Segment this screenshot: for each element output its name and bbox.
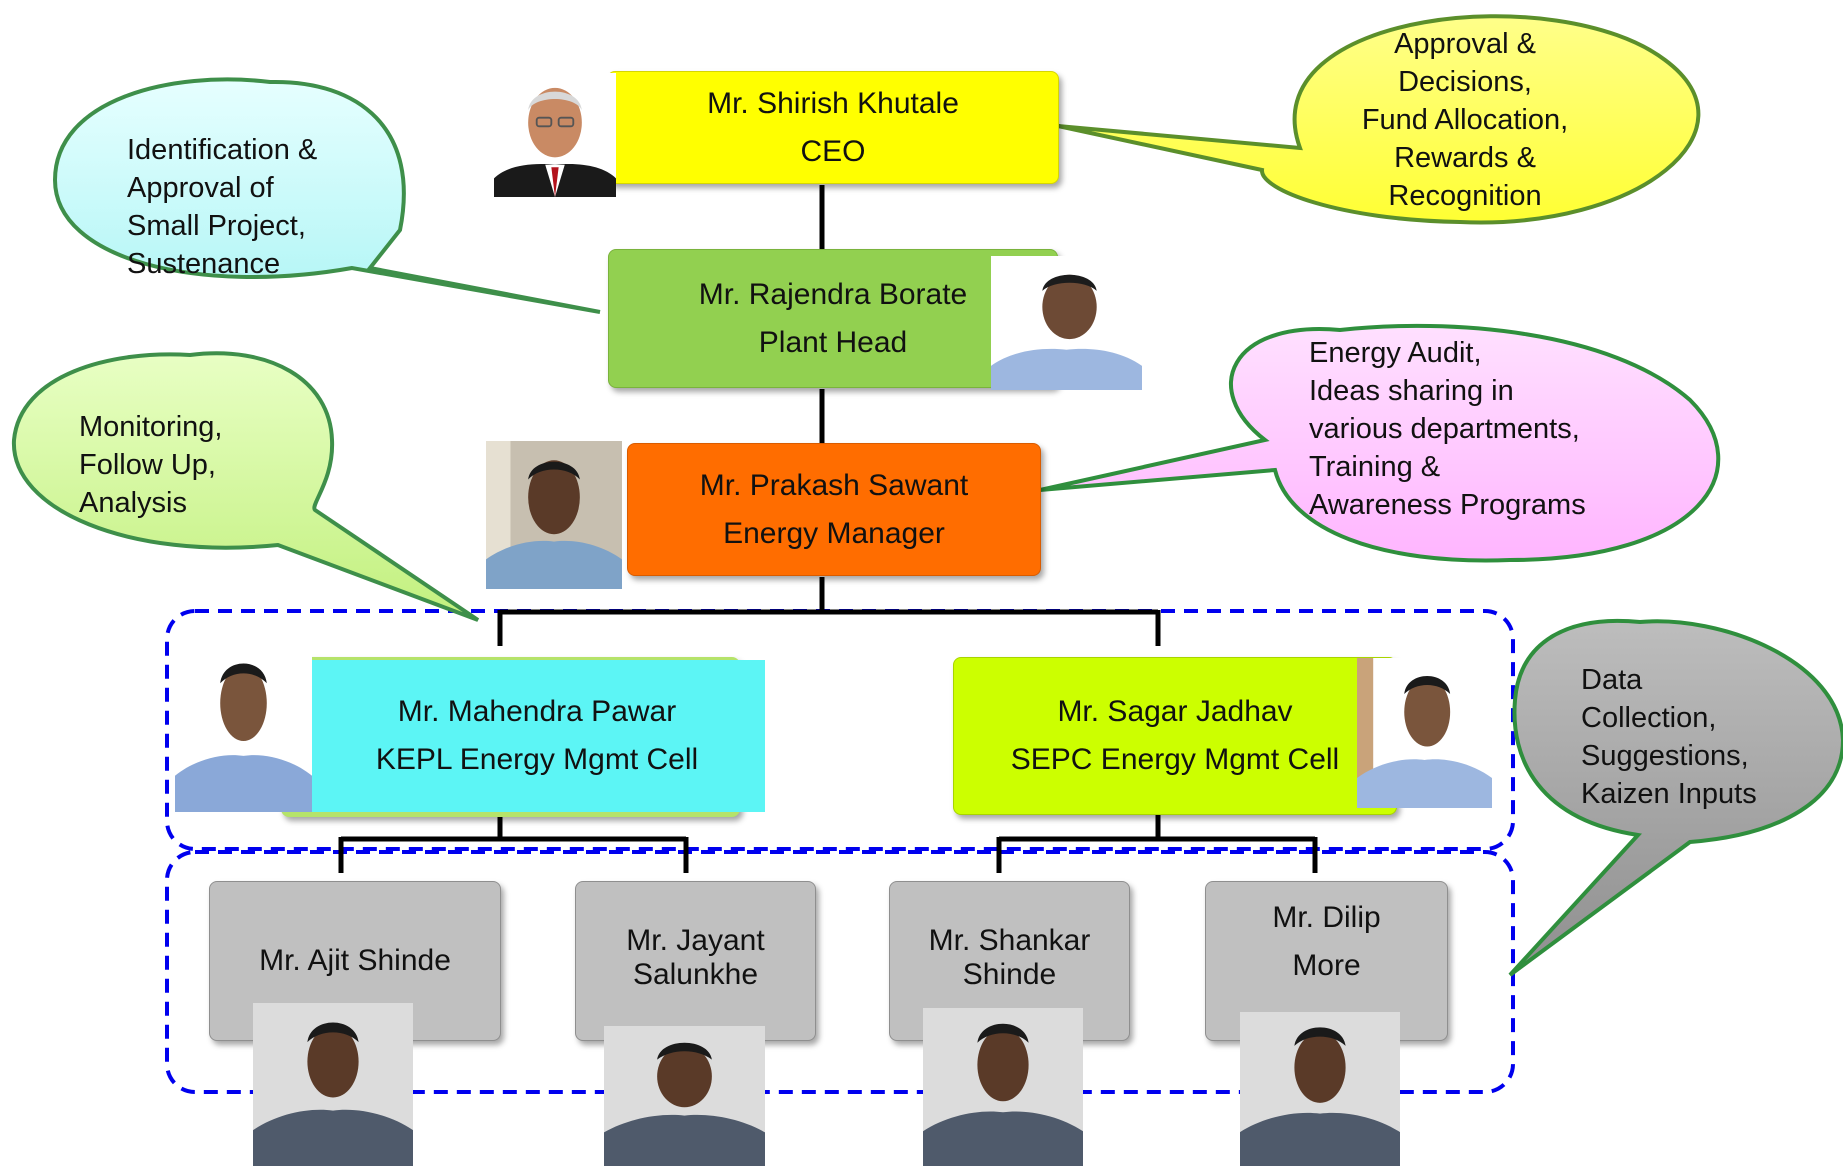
staff-photo-dilip [1240, 1012, 1400, 1166]
staff-name-line2: Shinde [962, 958, 1057, 991]
staff-callout-text: Data Collection, Suggestions, Kaizen Inp… [1581, 661, 1757, 813]
ceo-box: Mr. Shirish Khutale CEO [607, 71, 1059, 184]
kepl-cell-role: KEPL Energy Mgmt Cell [375, 743, 699, 776]
callout-line: Approval & [1394, 28, 1536, 60]
callout-line: Suggestions, [1581, 740, 1749, 772]
staff-name-line2: Salunkhe [632, 958, 759, 991]
kepl-cell-photo [175, 647, 312, 812]
staff-name-line1: Mr. Ajit Shinde [259, 944, 451, 977]
ceo-photo [494, 73, 616, 197]
staff-photo-shankar [923, 1008, 1083, 1166]
staff-name-line2: More [1292, 949, 1361, 982]
callout-line: Monitoring, [79, 411, 223, 443]
callout-line: Recognition [1388, 180, 1542, 212]
ceo-callout-bubble [1057, 14, 1701, 225]
callout-line: Fund Allocation, [1361, 104, 1569, 136]
callout-line: Approval of [127, 172, 274, 204]
plant-callout-text: Identification & Approval of Small Proje… [127, 131, 317, 283]
plant-head-photo [991, 256, 1142, 390]
staff-name-line1: Mr. Dilip [1272, 901, 1381, 934]
callout-line: Rewards & [1394, 142, 1536, 174]
callout-line: Decisions, [1398, 66, 1532, 98]
callout-line: Collection, [1581, 702, 1717, 734]
org-connectors [338, 185, 1318, 873]
sepc-cell-photo [1357, 658, 1492, 808]
plant-callout-bubble [52, 77, 601, 314]
callout-line: Data [1581, 664, 1643, 696]
sepc-cell-role: SEPC Energy Mgmt Cell [1010, 743, 1340, 776]
energy-manager-name: Mr. Prakash Sawant [699, 468, 969, 502]
callout-line: Energy Audit, [1309, 337, 1482, 369]
callout-line: various departments, [1309, 413, 1580, 445]
callout-line: Sustenance [127, 248, 281, 280]
staff-photo-ajit [253, 1003, 413, 1166]
cell-callout-bubble [11, 351, 480, 622]
staff-name-line1: Mr. Shankar [928, 924, 1091, 957]
energy-mgr-callout-text: Energy Audit, Ideas sharing in various d… [1309, 334, 1586, 524]
ceo-role: CEO [800, 134, 866, 168]
staff-photo-jayant [604, 1026, 765, 1166]
kepl-cell-name: Mr. Mahendra Pawar [397, 695, 677, 728]
sepc-cell-name: Mr. Sagar Jadhav [1057, 695, 1293, 728]
ceo-callout-text: Approval & Decisions, Fund Allocation, R… [1330, 25, 1600, 215]
callout-line: Ideas sharing in [1309, 375, 1514, 407]
plant-head-box: Mr. Rajendra Borate Plant Head [608, 249, 1058, 388]
callout-line: Analysis [79, 487, 187, 519]
callout-line: Kaizen Inputs [1581, 778, 1757, 810]
cell-callout-text: Monitoring, Follow Up, Analysis [79, 408, 222, 522]
staff-callout-bubble [1508, 618, 1843, 977]
staff-box-jayant: Mr. Jayant Salunkhe [575, 881, 816, 1041]
callout-line: Follow Up, [79, 449, 216, 481]
kepl-cell-box: Mr. Mahendra Pawar KEPL Energy Mgmt Cell [309, 660, 765, 812]
plant-head-role: Plant Head [758, 325, 908, 359]
staff-group-outline [165, 850, 1515, 1094]
plant-head-name: Mr. Rajendra Borate [698, 277, 968, 311]
callout-line: Awareness Programs [1309, 489, 1586, 521]
energy-manager-role: Energy Manager [723, 516, 945, 550]
callout-line: Identification & [127, 134, 318, 166]
staff-name-line1: Mr. Jayant [626, 924, 765, 957]
energy-manager-box: Mr. Prakash Sawant Energy Manager [627, 443, 1041, 576]
sepc-cell-box: Mr. Sagar Jadhav SEPC Energy Mgmt Cell [953, 657, 1397, 815]
callout-line: Training & [1309, 451, 1441, 483]
energy-manager-photo [486, 441, 622, 589]
energy-mgr-callout-bubble [1039, 323, 1721, 563]
ceo-name: Mr. Shirish Khutale [707, 86, 959, 120]
callout-line: Small Project, [127, 210, 306, 242]
